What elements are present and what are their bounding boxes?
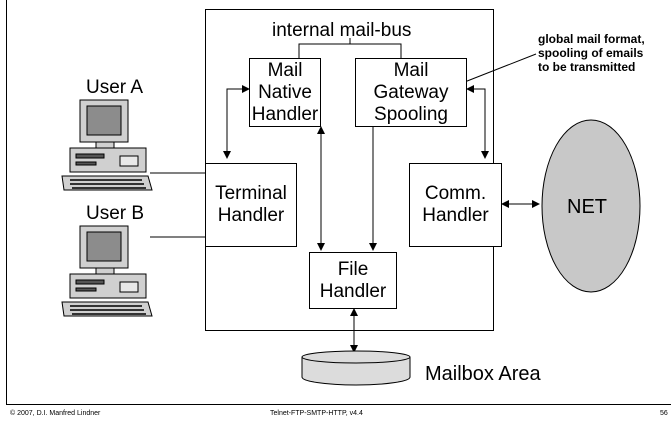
mailbox-cylinder [301, 350, 411, 386]
mail-native-handler-box: Mail Native Handler [249, 58, 321, 127]
box-line: Mail [393, 59, 429, 81]
comm-handler-box: Comm. Handler [409, 163, 502, 247]
box-line: Spooling [374, 103, 448, 125]
mailbox-area-label: Mailbox Area [425, 363, 541, 385]
computer-b-icon [61, 225, 153, 317]
box-line: Mail [267, 59, 303, 81]
net-label: NET [567, 196, 607, 218]
box-line: Handler [422, 205, 489, 226]
box-line: Terminal [215, 183, 287, 204]
box-line: Comm. [424, 183, 487, 204]
mail-bus-label: internal mail-bus [272, 20, 412, 41]
box-line: Native [258, 81, 312, 103]
annotation-arrow [456, 53, 537, 87]
mail-gateway-spooling-box: Mail Gateway Spooling [355, 58, 467, 127]
annotation-line: spooling of emails [538, 46, 644, 60]
annotation-line: global mail format, [538, 32, 645, 46]
mail-bus-line [298, 43, 402, 58]
footer-page-number: 56 [660, 410, 668, 417]
footer-copyright: © 2007, D.I. Manfred Lindner [10, 410, 101, 417]
computer-a-icon [61, 99, 153, 191]
footer-title: Telnet-FTP-SMTP-HTTP, v4.4 [270, 410, 363, 417]
arrow-native-terminal [223, 85, 250, 159]
box-line: Handler [217, 205, 285, 226]
slide-bottom-edge [6, 404, 671, 405]
terminal-handler-box: Terminal Handler [205, 163, 297, 247]
box-line: Handler [251, 103, 319, 125]
slide-left-edge [6, 0, 7, 405]
user-a-label: User A [86, 77, 144, 98]
box-line: Handler [319, 280, 387, 302]
annotation-line: to be transmitted [538, 60, 636, 74]
box-line: File [337, 258, 369, 280]
user-b-label: User B [86, 203, 145, 224]
file-handler-box: File Handler [309, 252, 397, 309]
arrow-gateway-comm [466, 85, 489, 159]
net-cloud [541, 119, 641, 293]
box-line: Gateway [373, 81, 449, 103]
